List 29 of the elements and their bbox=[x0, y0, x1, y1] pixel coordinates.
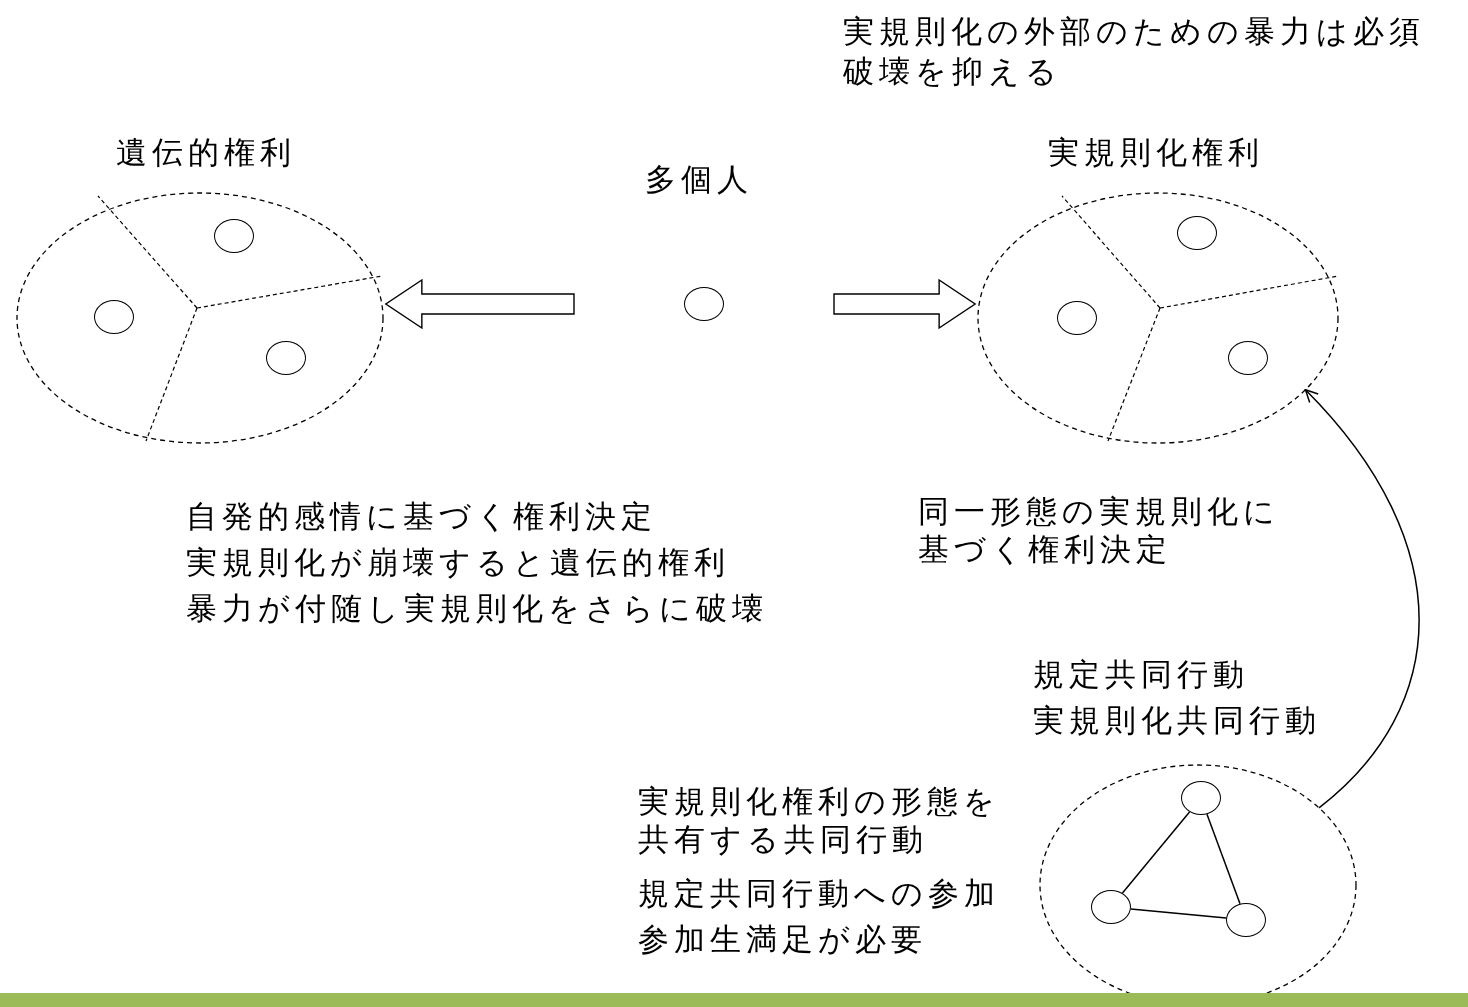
note-text: 参加生満足が必要 bbox=[638, 920, 928, 958]
circle bbox=[94, 300, 134, 334]
note-text: 暴力が付随し実規則化をさらに破壊 bbox=[186, 589, 769, 627]
connector-line bbox=[1121, 811, 1191, 894]
note-text: 同一形態の実規則化に基づく権利決定 bbox=[918, 492, 1281, 568]
block-arrow bbox=[833, 278, 977, 330]
node-label: 遺伝的権利 bbox=[116, 133, 296, 171]
node-label: 実規則化権利 bbox=[1048, 133, 1264, 171]
note-text: 自発的感情に基づく権利決定 bbox=[186, 497, 658, 535]
note-text: 規定共同行動への参加 bbox=[638, 874, 1001, 912]
circle bbox=[1057, 301, 1097, 335]
block-arrow bbox=[384, 278, 575, 330]
node-label: 多個人 bbox=[645, 160, 753, 198]
circle bbox=[1181, 781, 1221, 815]
note-text: 破壊を抑える bbox=[843, 52, 1063, 90]
circle bbox=[1091, 890, 1131, 924]
note-text: 実規則化権利の形態を共有する共同行動 bbox=[638, 782, 1001, 858]
circle bbox=[1228, 341, 1268, 375]
note-text: 実規則化の外部のための暴力は必須 bbox=[843, 12, 1426, 50]
connector-line bbox=[1206, 813, 1241, 905]
node-label: 規定共同行動 bbox=[1033, 655, 1249, 693]
arrow bbox=[1304, 388, 1420, 809]
node-label: 実規則化共同行動 bbox=[1033, 701, 1321, 739]
circle bbox=[214, 219, 254, 253]
circle bbox=[1177, 216, 1217, 250]
note-text: 実規則化が崩壊すると遺伝的権利 bbox=[186, 543, 731, 581]
circle bbox=[1226, 903, 1266, 937]
circle bbox=[266, 341, 306, 375]
connector-line bbox=[1130, 908, 1227, 919]
